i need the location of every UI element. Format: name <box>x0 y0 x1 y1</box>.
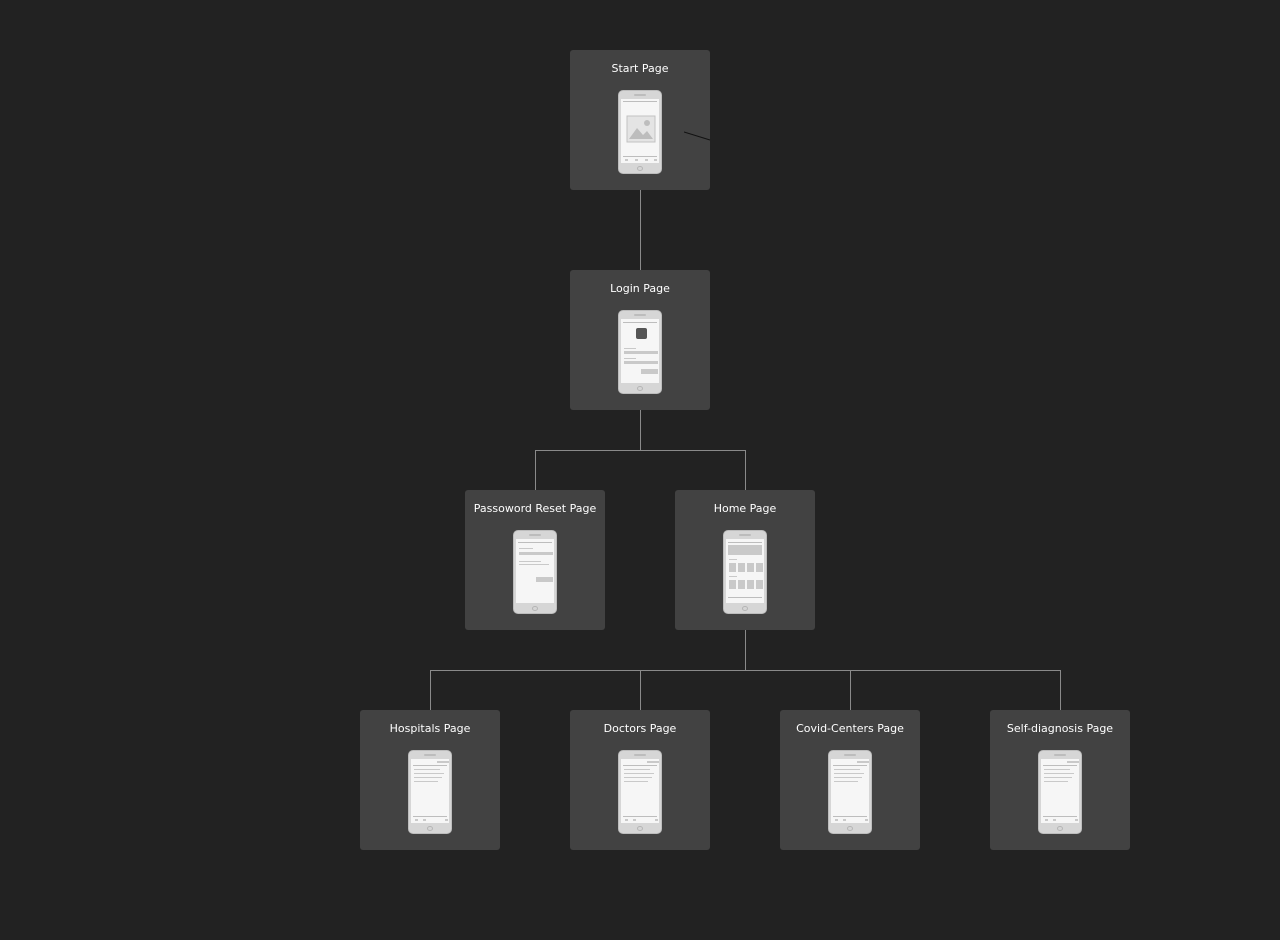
node-title: Home Page <box>713 502 777 515</box>
node-password-reset-page[interactable]: Passoword Reset Page <box>465 490 605 630</box>
node-start-page[interactable]: Start Page <box>570 50 710 190</box>
node-title: Doctors Page <box>603 722 677 735</box>
node-doctors-page[interactable]: Doctors Page <box>570 710 710 850</box>
node-home-page[interactable]: Home Page <box>675 490 815 630</box>
image-placeholder-icon <box>626 115 656 143</box>
node-title: Hospitals Page <box>389 722 471 735</box>
phone-thumbnail <box>828 750 872 834</box>
node-hospitals-page[interactable]: Hospitals Page <box>360 710 500 850</box>
node-title: Passoword Reset Page <box>473 502 597 515</box>
node-title: Start Page <box>611 62 669 75</box>
node-self-diagnosis-page[interactable]: Self-diagnosis Page <box>990 710 1130 850</box>
node-covid-centers-page[interactable]: Covid-Centers Page <box>780 710 920 850</box>
phone-thumbnail <box>408 750 452 834</box>
node-login-page[interactable]: Login Page <box>570 270 710 410</box>
phone-thumbnail <box>723 530 767 614</box>
node-title: Login Page <box>610 282 670 295</box>
stray-connector-line <box>684 131 711 141</box>
phone-thumbnail <box>618 90 662 174</box>
phone-thumbnail <box>1038 750 1082 834</box>
edge-home-branch <box>430 630 1061 710</box>
edge-login-branch <box>535 410 746 490</box>
node-title: Self-diagnosis Page <box>1006 722 1114 735</box>
node-title: Covid-Centers Page <box>796 722 904 735</box>
phone-thumbnail <box>513 530 557 614</box>
phone-thumbnail <box>618 310 662 394</box>
phone-thumbnail <box>618 750 662 834</box>
